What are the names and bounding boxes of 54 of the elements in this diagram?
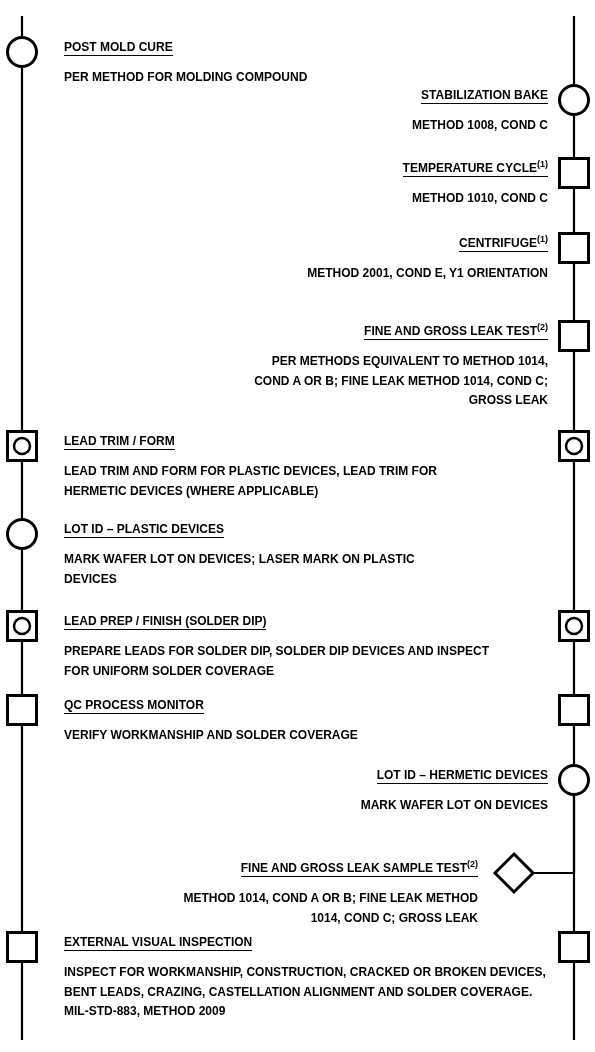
step-description: PER METHOD FOR MOLDING COMPOUND bbox=[64, 69, 309, 86]
square-symbol bbox=[558, 232, 590, 264]
step-description: METHOD 1014, COND A OR B; FINE LEAK METHOD 1014, COND C; GROSS LEAK bbox=[182, 890, 478, 927]
circle-symbol bbox=[558, 84, 590, 116]
square-symbol bbox=[558, 694, 590, 726]
circle-symbol bbox=[558, 764, 590, 796]
step-description: MARK WAFER LOT ON DEVICES bbox=[359, 797, 548, 814]
flow-line bbox=[20, 963, 24, 1040]
step-heading: STABILIZATION BAKE bbox=[421, 88, 548, 104]
flow-line bbox=[572, 189, 576, 232]
flow-line bbox=[20, 16, 24, 36]
step-heading: POST MOLD CURE bbox=[64, 40, 173, 56]
square-symbol bbox=[558, 320, 590, 352]
step-description: PER METHODS EQUIVALENT TO METHOD 1014, COND A OR B; FINE LEAK METHOD 1014, COND C; GROSS LEAK bbox=[253, 353, 548, 409]
flow-line bbox=[572, 726, 576, 764]
square-symbol bbox=[558, 931, 590, 963]
flow-line bbox=[572, 116, 576, 157]
step-heading: LOT ID – HERMETIC DEVICES bbox=[376, 768, 548, 784]
step-description: MIL-STD-883, METHOD 2009 bbox=[64, 1003, 227, 1020]
square-symbol bbox=[6, 931, 38, 963]
step-heading: TEMPERATURE CYCLE$^{(1)}$ bbox=[402, 161, 548, 177]
flow-line bbox=[20, 550, 24, 610]
step-description: VERIFY WORKMANSHIP AND SOLDER COVERAGE bbox=[64, 727, 359, 744]
step-heading: FINE AND GROSS LEAK TEST$^{(2)}$ bbox=[364, 324, 548, 340]
flow-line bbox=[20, 462, 24, 518]
flow-line bbox=[572, 963, 576, 1040]
step-heading: FINE AND GROSS LEAK SAMPLE TEST$^{(2)}$ bbox=[240, 861, 478, 877]
square-symbol bbox=[6, 694, 38, 726]
step-description: MARK WAFER LOT ON DEVICES; LASER MARK ON PLASTIC DEVICES bbox=[64, 551, 416, 588]
step-description: METHOD 1008, COND C bbox=[410, 117, 548, 134]
flow-line bbox=[20, 642, 24, 694]
flow-line bbox=[572, 642, 576, 694]
step-description: METHOD 1010, COND C bbox=[410, 190, 548, 207]
flow-line bbox=[572, 352, 576, 430]
circle-symbol bbox=[6, 518, 38, 550]
step-heading: QC PROCESS MONITOR bbox=[64, 698, 204, 714]
flow-line bbox=[20, 726, 24, 931]
step-heading: LEAD PREP / FINISH (SOLDER DIP) bbox=[64, 614, 267, 630]
flow-line bbox=[572, 462, 576, 610]
step-description: METHOD 2001, COND E, Y1 ORIENTATION bbox=[306, 265, 548, 282]
step-heading: EXTERNAL VISUAL INSPECTION bbox=[64, 935, 253, 951]
diamond-symbol bbox=[492, 851, 536, 895]
step-heading: LEAD TRIM / FORM bbox=[64, 434, 175, 450]
step-heading: CENTRIFUGE$^{(1)}$ bbox=[459, 236, 548, 252]
step-heading: LOT ID – PLASTIC DEVICES bbox=[64, 522, 225, 538]
flow-line bbox=[533, 796, 576, 875]
square-symbol bbox=[558, 157, 590, 189]
step-description: PREPARE LEADS FOR SOLDER DIP, SOLDER DIP DEVICES AND INSPECT FOR UNIFORM SOLDER COVERAGE bbox=[64, 643, 490, 680]
step-description: LEAD TRIM AND FORM FOR PLASTIC DEVICES, LEAD TRIM FOR HERMETIC DEVICES (WHERE APPLICABLE) bbox=[64, 463, 438, 500]
step-description: INSPECT FOR WORKMANSHIP, CONSTRUCTION, CRACKED OR BROKEN DEVICES, BENT LEADS, CRAZING, CASTELLATION ALIGNMENT AND SOLDER COVERAGE. bbox=[64, 964, 547, 1001]
flow-line bbox=[572, 264, 576, 320]
flow-line bbox=[572, 16, 576, 84]
flow-line bbox=[20, 68, 24, 430]
circle-symbol bbox=[6, 36, 38, 68]
